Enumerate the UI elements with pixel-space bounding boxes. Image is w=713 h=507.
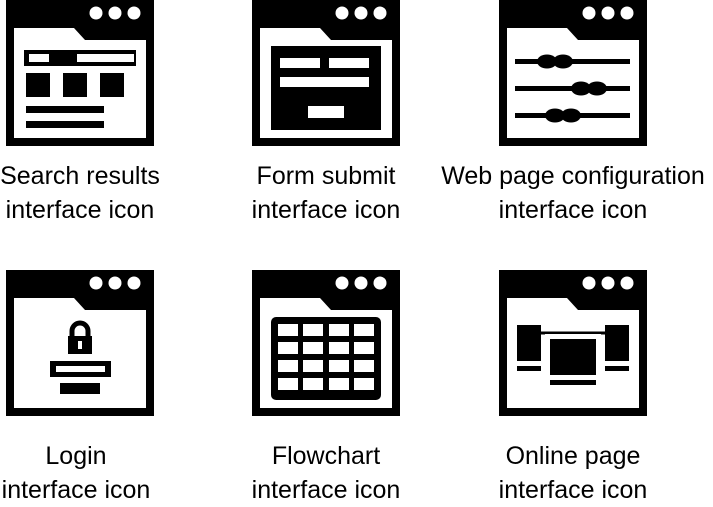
caption-line: interface icon <box>251 196 401 224</box>
flowchart-window-icon <box>252 270 400 416</box>
caption-line: Login <box>45 442 107 470</box>
search-results-caption: Search results interface icon <box>0 159 225 227</box>
caption-line: interface icon <box>5 196 155 224</box>
form-submit-caption: Form submit interface icon <box>181 159 471 227</box>
online-page-window-icon <box>499 270 647 416</box>
search-results-window-icon <box>6 0 154 146</box>
caption-line: interface icon <box>498 476 648 504</box>
flowchart-caption: Flowchart interface icon <box>181 439 471 507</box>
caption-line: interface icon <box>1 476 151 504</box>
caption-line: interface icon <box>251 476 401 504</box>
caption-line: Search results <box>0 162 160 190</box>
caption-line: interface icon <box>498 196 648 224</box>
web-page-configuration-window-icon <box>499 0 647 146</box>
caption-line: Flowchart <box>271 442 381 470</box>
caption-line: Online page <box>505 442 641 470</box>
form-submit-window-icon <box>252 0 400 146</box>
web-page-configuration-caption: Web page configuration interface icon <box>428 159 713 227</box>
login-caption: Login interface icon <box>0 439 221 507</box>
login-window-icon <box>6 270 154 416</box>
caption-line: Form submit <box>256 162 396 190</box>
caption-line: Web page configuration <box>441 162 705 190</box>
online-page-caption: Online page interface icon <box>428 439 713 507</box>
